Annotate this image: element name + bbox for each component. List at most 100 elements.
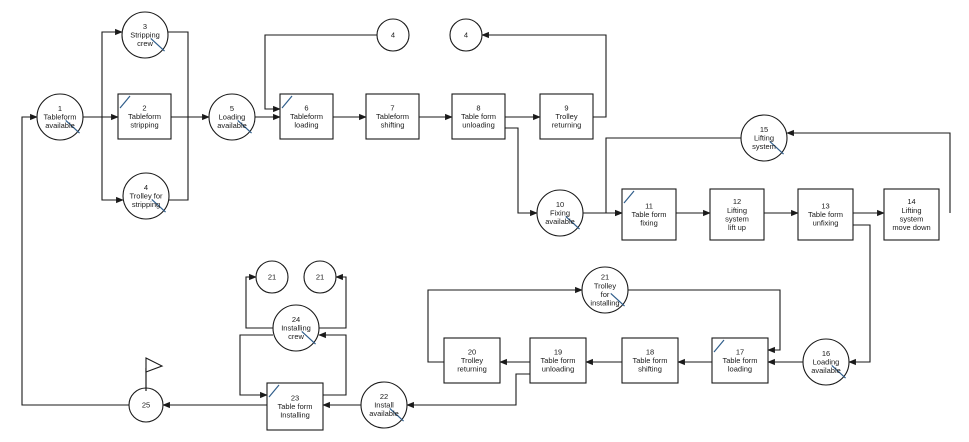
activity-box-shape [709,188,765,241]
node-label-line: 25 [142,401,150,410]
resource-circle-shape [208,93,256,141]
node-label-line: crew [137,39,153,48]
node-label-line: 19 [554,348,562,357]
node-label-line: returning [457,365,487,374]
node-label-line: available [545,217,575,226]
node-label-line: Trolley [555,112,577,121]
activity-box-shape [797,188,854,241]
resource-circle-n21c: 21 [303,260,337,294]
activity-box-shape [365,93,420,140]
node-label-line: 21 [601,273,609,282]
node-label-line: Trolley [461,356,483,365]
node-label-line: Tableform [376,112,409,121]
queue-slash-mark [565,216,580,230]
flow-arrow [481,31,607,118]
resource-circle-shape [581,266,629,314]
node-label-line: available [45,121,75,130]
node-label-line: available [811,366,841,375]
corner-slash-mark [281,95,293,109]
resource-circle-shape [272,304,320,352]
resource-circle-shape [303,260,337,294]
resource-circle-shape [255,260,289,294]
node-label-line: 21 [268,273,276,282]
node-label-line: 6 [304,104,308,113]
node-label-line: Tableform [290,112,323,121]
queue-slash-mark [65,120,80,134]
node-label-line: 9 [564,104,568,113]
activity-box-shape [621,188,677,241]
node-label-line: Lifting [901,206,921,215]
flow-arrow [169,117,189,201]
resource-circle-shape [121,11,169,59]
node-label-line: loading [728,365,752,374]
node-label-line: 4 [464,31,468,40]
activity-box-shape [266,382,324,431]
queue-slash-mark [301,331,316,345]
node-label-line: Tableform [128,112,161,121]
queue-slash-mark [610,293,625,307]
resource-circle-shape [376,18,410,52]
resource-circle-n4b: 4 [376,18,410,52]
node-label-line: fixing [640,219,658,228]
corner-slash-mark [623,190,635,204]
flow-arrow [786,129,951,213]
activity-box-shape [279,93,334,140]
node-label-line: Stripping [130,31,160,40]
node-label-line: Loading [813,358,840,367]
node-label-line: Lifting [727,206,747,215]
node-label-line: 13 [821,202,829,211]
node-label-line: Installing [280,411,310,420]
queue-slash-mark [769,141,784,155]
activity-box-shape [711,337,769,384]
queue-slash-mark [237,120,252,134]
resource-circle-shape [36,93,84,141]
node-label-line: Fixing [550,209,570,218]
node-label-line: available [369,409,399,418]
node-label-line: Table form [808,210,843,219]
node-label-line: Table form [277,402,312,411]
node-label-line: unloading [462,121,495,130]
node-label-line: available [217,121,247,130]
node-label-line: 4 [144,183,148,192]
node-label-line: 21 [316,273,324,282]
activity-box-shape [451,93,506,140]
node-label-line: stripping [132,200,160,209]
node-label-line: loading [294,121,318,130]
resource-circle-shape [740,114,788,162]
node-label-line: 24 [292,315,300,324]
node-label-line: system [900,214,924,223]
resource-circle-n25: 25 [128,387,164,423]
node-label-line: 8 [476,104,480,113]
flow-arrow [848,224,871,366]
node-label-line: 17 [736,348,744,357]
resource-circle-shape [536,189,584,237]
node-label-line: Table form [632,356,667,365]
resource-circle-n4c: 4 [449,18,483,52]
node-label-line: system [752,142,776,151]
flow-arrow [319,273,347,329]
node-label-line: unloading [542,365,575,374]
flow-arrow [239,334,273,399]
end-flag-icon [145,357,164,391]
node-label-line: 20 [468,348,476,357]
node-label-line: 3 [143,22,147,31]
node-label-line: system [725,214,749,223]
node-label-line: stripping [130,121,158,130]
node-label-line: 18 [646,348,654,357]
resource-circle-shape [449,18,483,52]
node-label-line: 15 [760,125,768,134]
resource-circle-n21b: 21 [255,260,289,294]
